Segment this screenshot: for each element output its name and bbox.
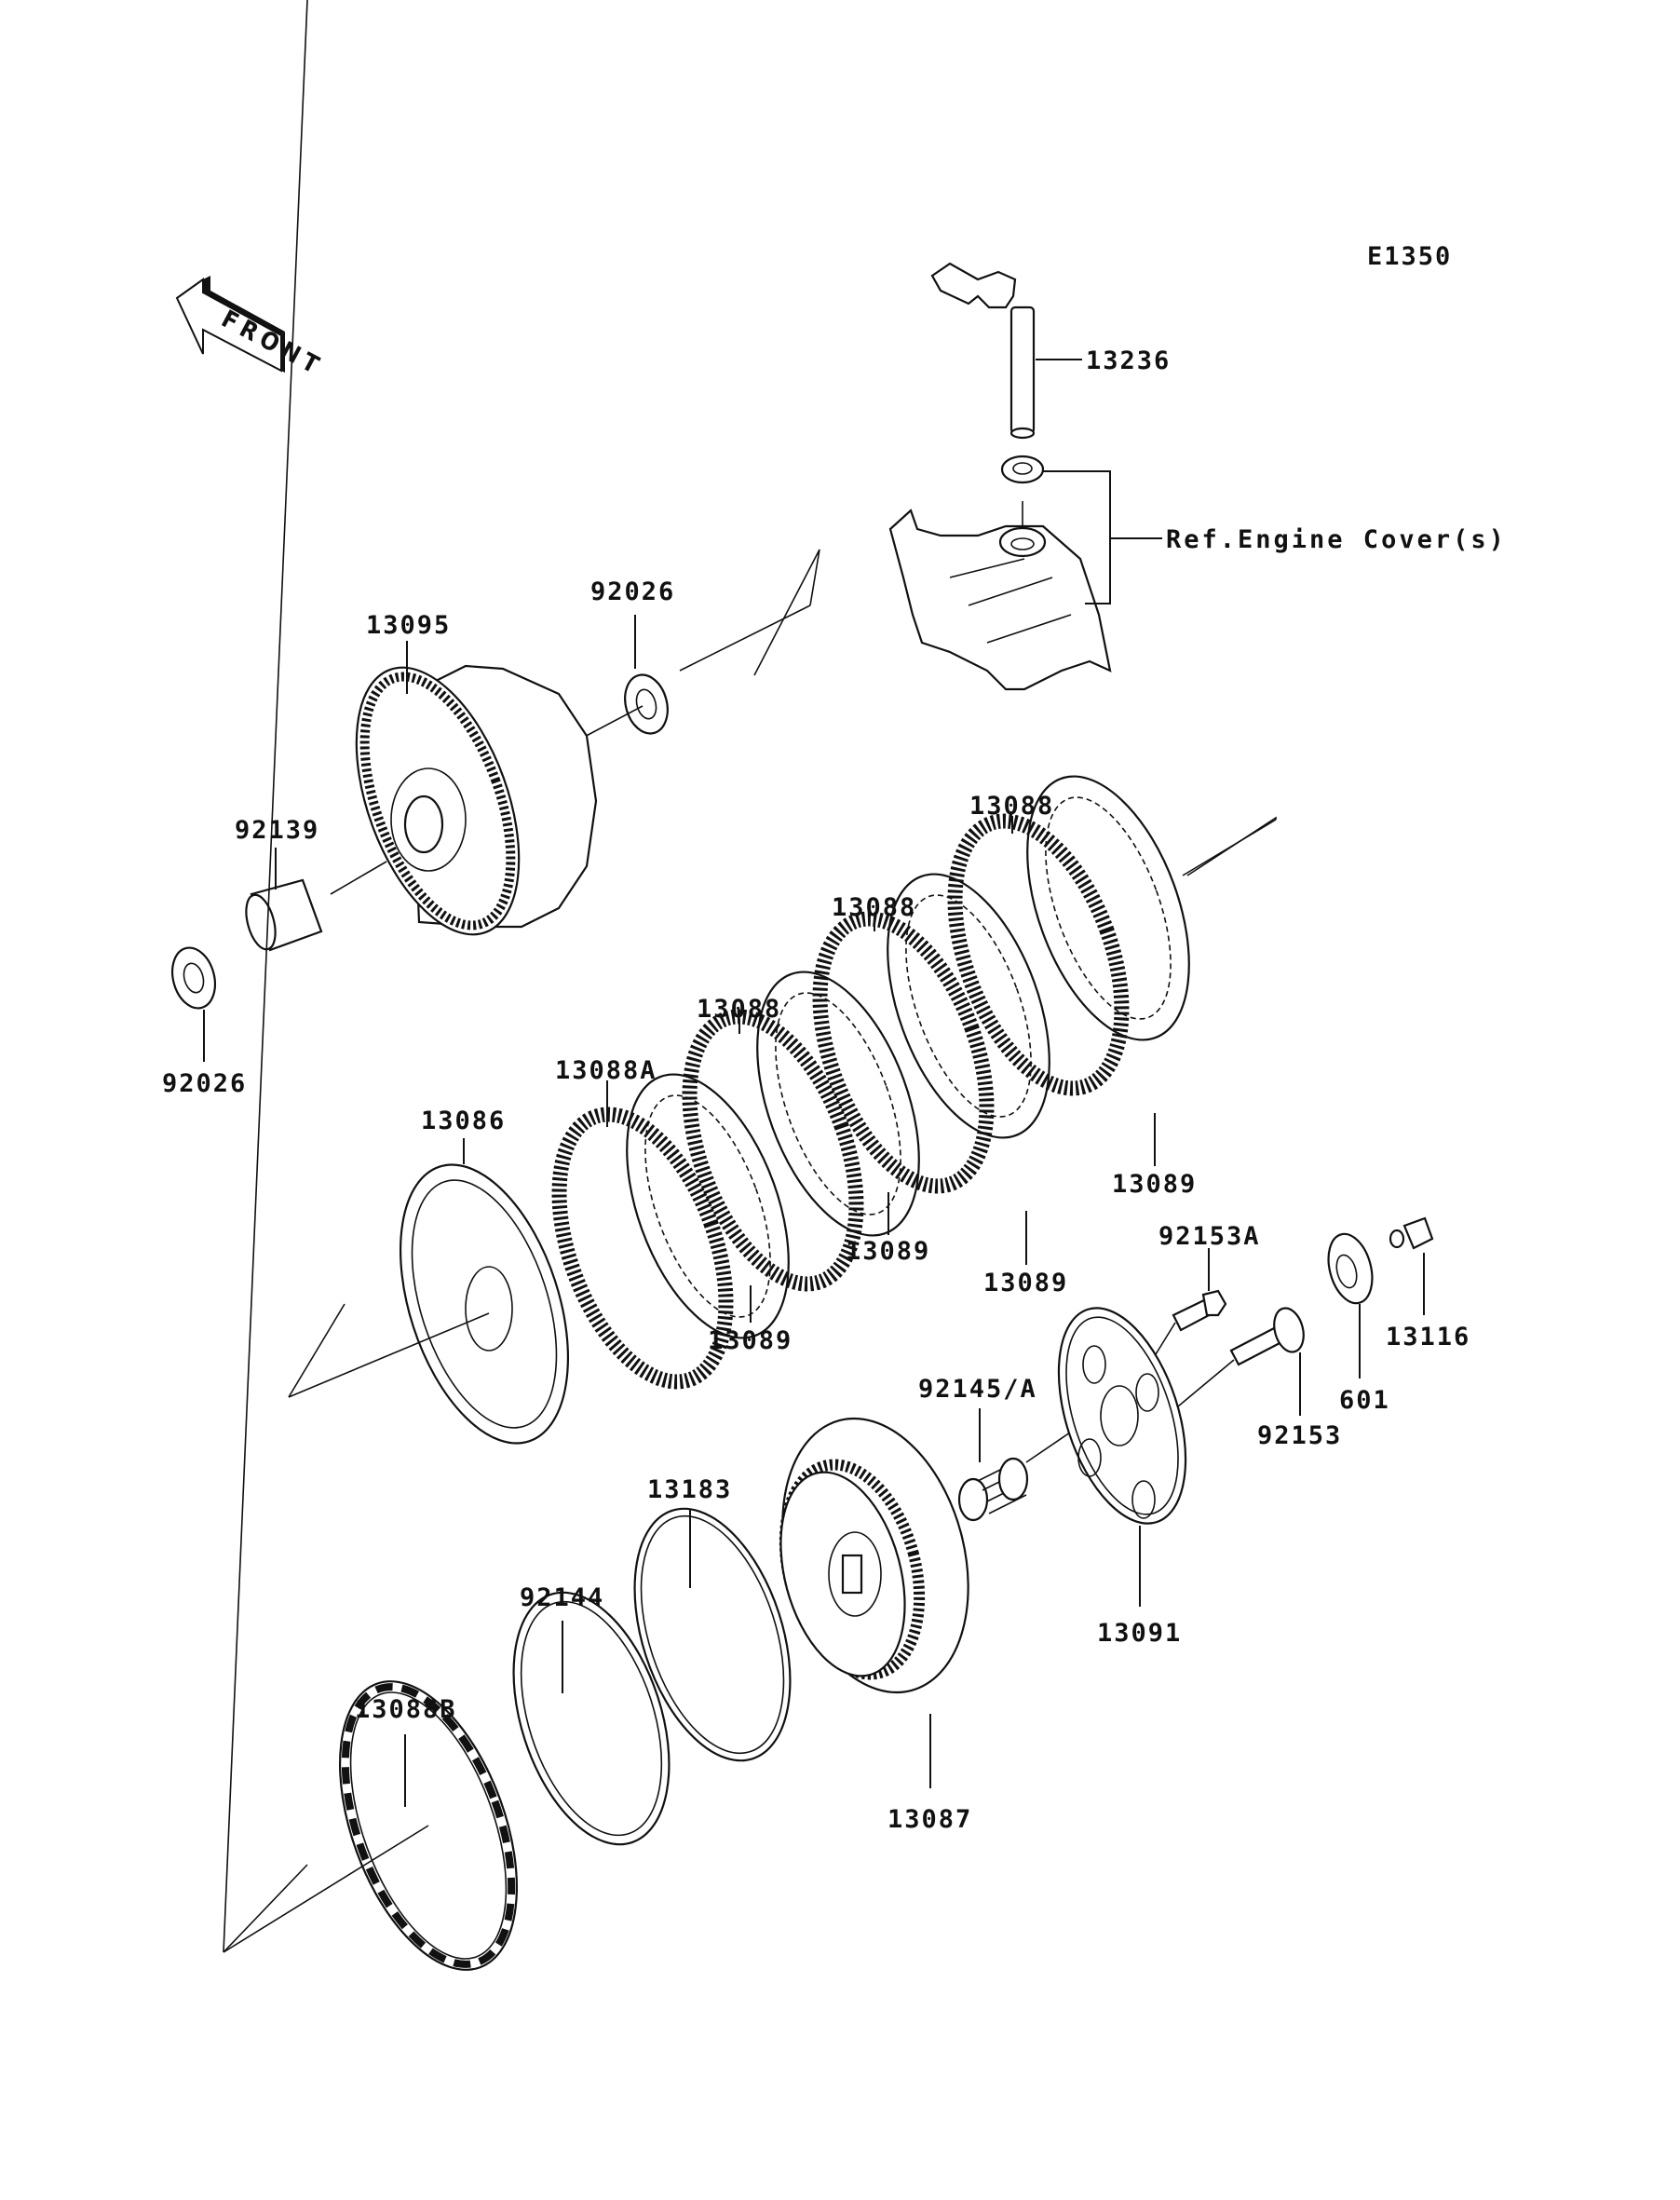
part-number: 13087 bbox=[887, 1805, 972, 1834]
part-number: 13088 bbox=[832, 893, 916, 922]
diagram-code: E1350 bbox=[1367, 242, 1452, 271]
part-number: 13088 bbox=[697, 995, 781, 1024]
friction-plate-13088a[interactable] bbox=[526, 1092, 758, 1404]
part-601[interactable]: 601 bbox=[1321, 1229, 1390, 1415]
part-number: 92145/A bbox=[918, 1375, 1037, 1404]
part-92026-outer[interactable]: 92026 bbox=[576, 549, 820, 741]
part-92145[interactable]: 92145/A bbox=[918, 1375, 1109, 1522]
label-13088-3: 13088 bbox=[969, 792, 1054, 834]
steel-plate-2[interactable] bbox=[725, 950, 951, 1256]
part-92153a[interactable]: 92153A bbox=[1140, 1222, 1261, 1379]
part-number: 13095 bbox=[366, 611, 451, 640]
label-13089-4: 13089 bbox=[1112, 1113, 1197, 1199]
reference-note: Ref.Engine Cover(s) bbox=[1166, 525, 1507, 554]
part-number: 92144 bbox=[520, 1583, 604, 1612]
label-13089-2: 13089 bbox=[846, 1192, 930, 1266]
part-number: 13091 bbox=[1097, 1619, 1182, 1648]
part-number: 92139 bbox=[235, 816, 319, 845]
part-number: 601 bbox=[1339, 1386, 1390, 1415]
label-13088a: 13088A bbox=[555, 1056, 657, 1127]
part-number: 13089 bbox=[983, 1269, 1068, 1297]
part-13183[interactable]: 13183 bbox=[605, 1475, 819, 1780]
part-number: 13086 bbox=[421, 1107, 506, 1135]
part-13086[interactable]: 13086 bbox=[288, 1107, 600, 1464]
steel-plate-3[interactable] bbox=[856, 852, 1081, 1159]
part-number: 92026 bbox=[590, 577, 675, 606]
front-arrow-icon: FRONT bbox=[175, 276, 328, 382]
label-13089-1: 13089 bbox=[708, 1285, 793, 1355]
label-13089-3: 13089 bbox=[983, 1211, 1068, 1297]
friction-plate-2[interactable] bbox=[787, 896, 1019, 1208]
part-number: 13088B bbox=[355, 1695, 457, 1724]
part-number: 92026 bbox=[162, 1069, 247, 1098]
label-13088-1: 13088 bbox=[697, 995, 781, 1034]
part-13087[interactable]: 13087 bbox=[753, 1398, 996, 1834]
clutch-plate-stack bbox=[526, 754, 1277, 1404]
part-13091[interactable]: 13091 bbox=[1035, 1292, 1210, 1648]
part-number: 13088 bbox=[969, 792, 1054, 821]
part-13236[interactable]: 13236 bbox=[930, 262, 1171, 440]
part-92026-inner[interactable]: 92026 bbox=[162, 943, 247, 1098]
part-number: 13089 bbox=[846, 1237, 930, 1266]
part-number: 13089 bbox=[1112, 1170, 1197, 1199]
part-number: 13088A bbox=[555, 1056, 657, 1085]
part-13095[interactable]: 13095 bbox=[324, 611, 598, 957]
steel-plate-4[interactable] bbox=[996, 754, 1221, 1061]
part-number: 92153A bbox=[1158, 1222, 1261, 1251]
part-92139[interactable]: 92139 bbox=[235, 816, 323, 953]
part-92153[interactable]: 92153 bbox=[1166, 1305, 1342, 1450]
part-92144[interactable]: 92144 bbox=[484, 1573, 698, 1865]
friction-plate-1[interactable] bbox=[657, 994, 888, 1306]
engine-cover-reference: Ref.Engine Cover(s) bbox=[888, 455, 1507, 691]
part-number: 13183 bbox=[647, 1475, 732, 1504]
part-number: 92153 bbox=[1257, 1421, 1342, 1450]
part-13116[interactable]: 13116 bbox=[1386, 1216, 1470, 1351]
label-13088-2: 13088 bbox=[832, 893, 916, 931]
part-13088b[interactable]: 13088B bbox=[223, 0, 551, 1993]
part-number: 13116 bbox=[1386, 1323, 1470, 1351]
part-number: 13089 bbox=[708, 1326, 793, 1355]
part-number: 13236 bbox=[1086, 346, 1171, 375]
friction-plate-3[interactable] bbox=[922, 798, 1154, 1110]
